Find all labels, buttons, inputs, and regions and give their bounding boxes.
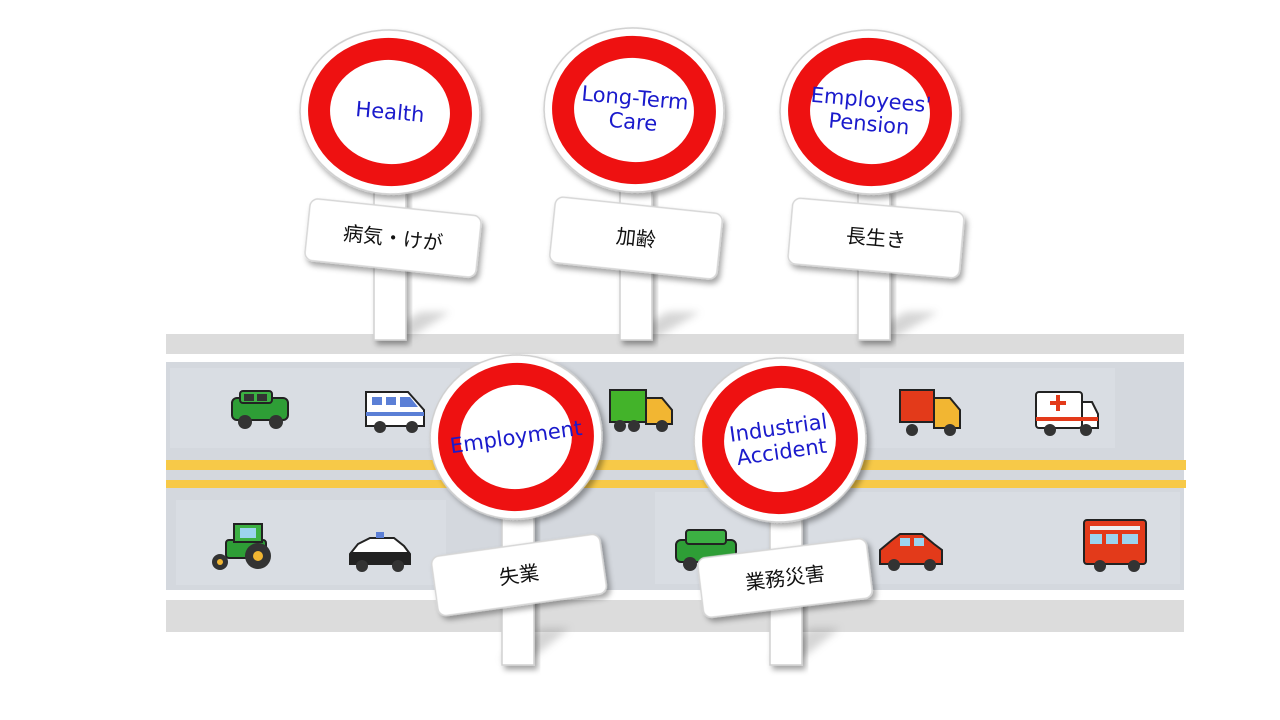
road — [166, 334, 1186, 632]
sign-disc: Employees'Pension — [779, 29, 961, 195]
sign-employees-pension: 長生き Employees'Pension — [779, 29, 965, 341]
sign-japanese-label: 加齢 — [615, 224, 657, 252]
sign-disc: Health — [299, 29, 481, 195]
sign-japanese-label: 長生き — [845, 223, 907, 252]
center-line-lower — [166, 480, 1186, 488]
sign-health: 病気・けが Health — [299, 29, 482, 341]
ambulance-icon — [1035, 391, 1099, 436]
sign-label: Care — [608, 108, 659, 136]
police-car-icon — [349, 532, 411, 572]
sign-plate: 病気・けが — [304, 198, 482, 278]
sign-disc: Employment — [429, 354, 603, 520]
sign-label: Health — [355, 97, 426, 127]
truck-icon — [609, 389, 673, 432]
sign-plate: 加齢 — [549, 196, 723, 280]
tractor-icon — [212, 523, 271, 570]
suv-icon — [231, 390, 289, 429]
sign-plate: 業務災害 — [697, 538, 873, 618]
sign-plate: 長生き — [787, 197, 965, 279]
center-line-upper — [166, 460, 1186, 470]
sign-japanese-label: 失業 — [498, 560, 541, 589]
sign-employment: 失業 Employment — [429, 354, 608, 666]
van-icon — [365, 391, 425, 433]
sign-plate: 失業 — [430, 533, 608, 617]
car-icon — [879, 533, 943, 571]
fire-engine-icon — [1083, 519, 1147, 572]
delivery-truck-icon — [899, 389, 961, 436]
